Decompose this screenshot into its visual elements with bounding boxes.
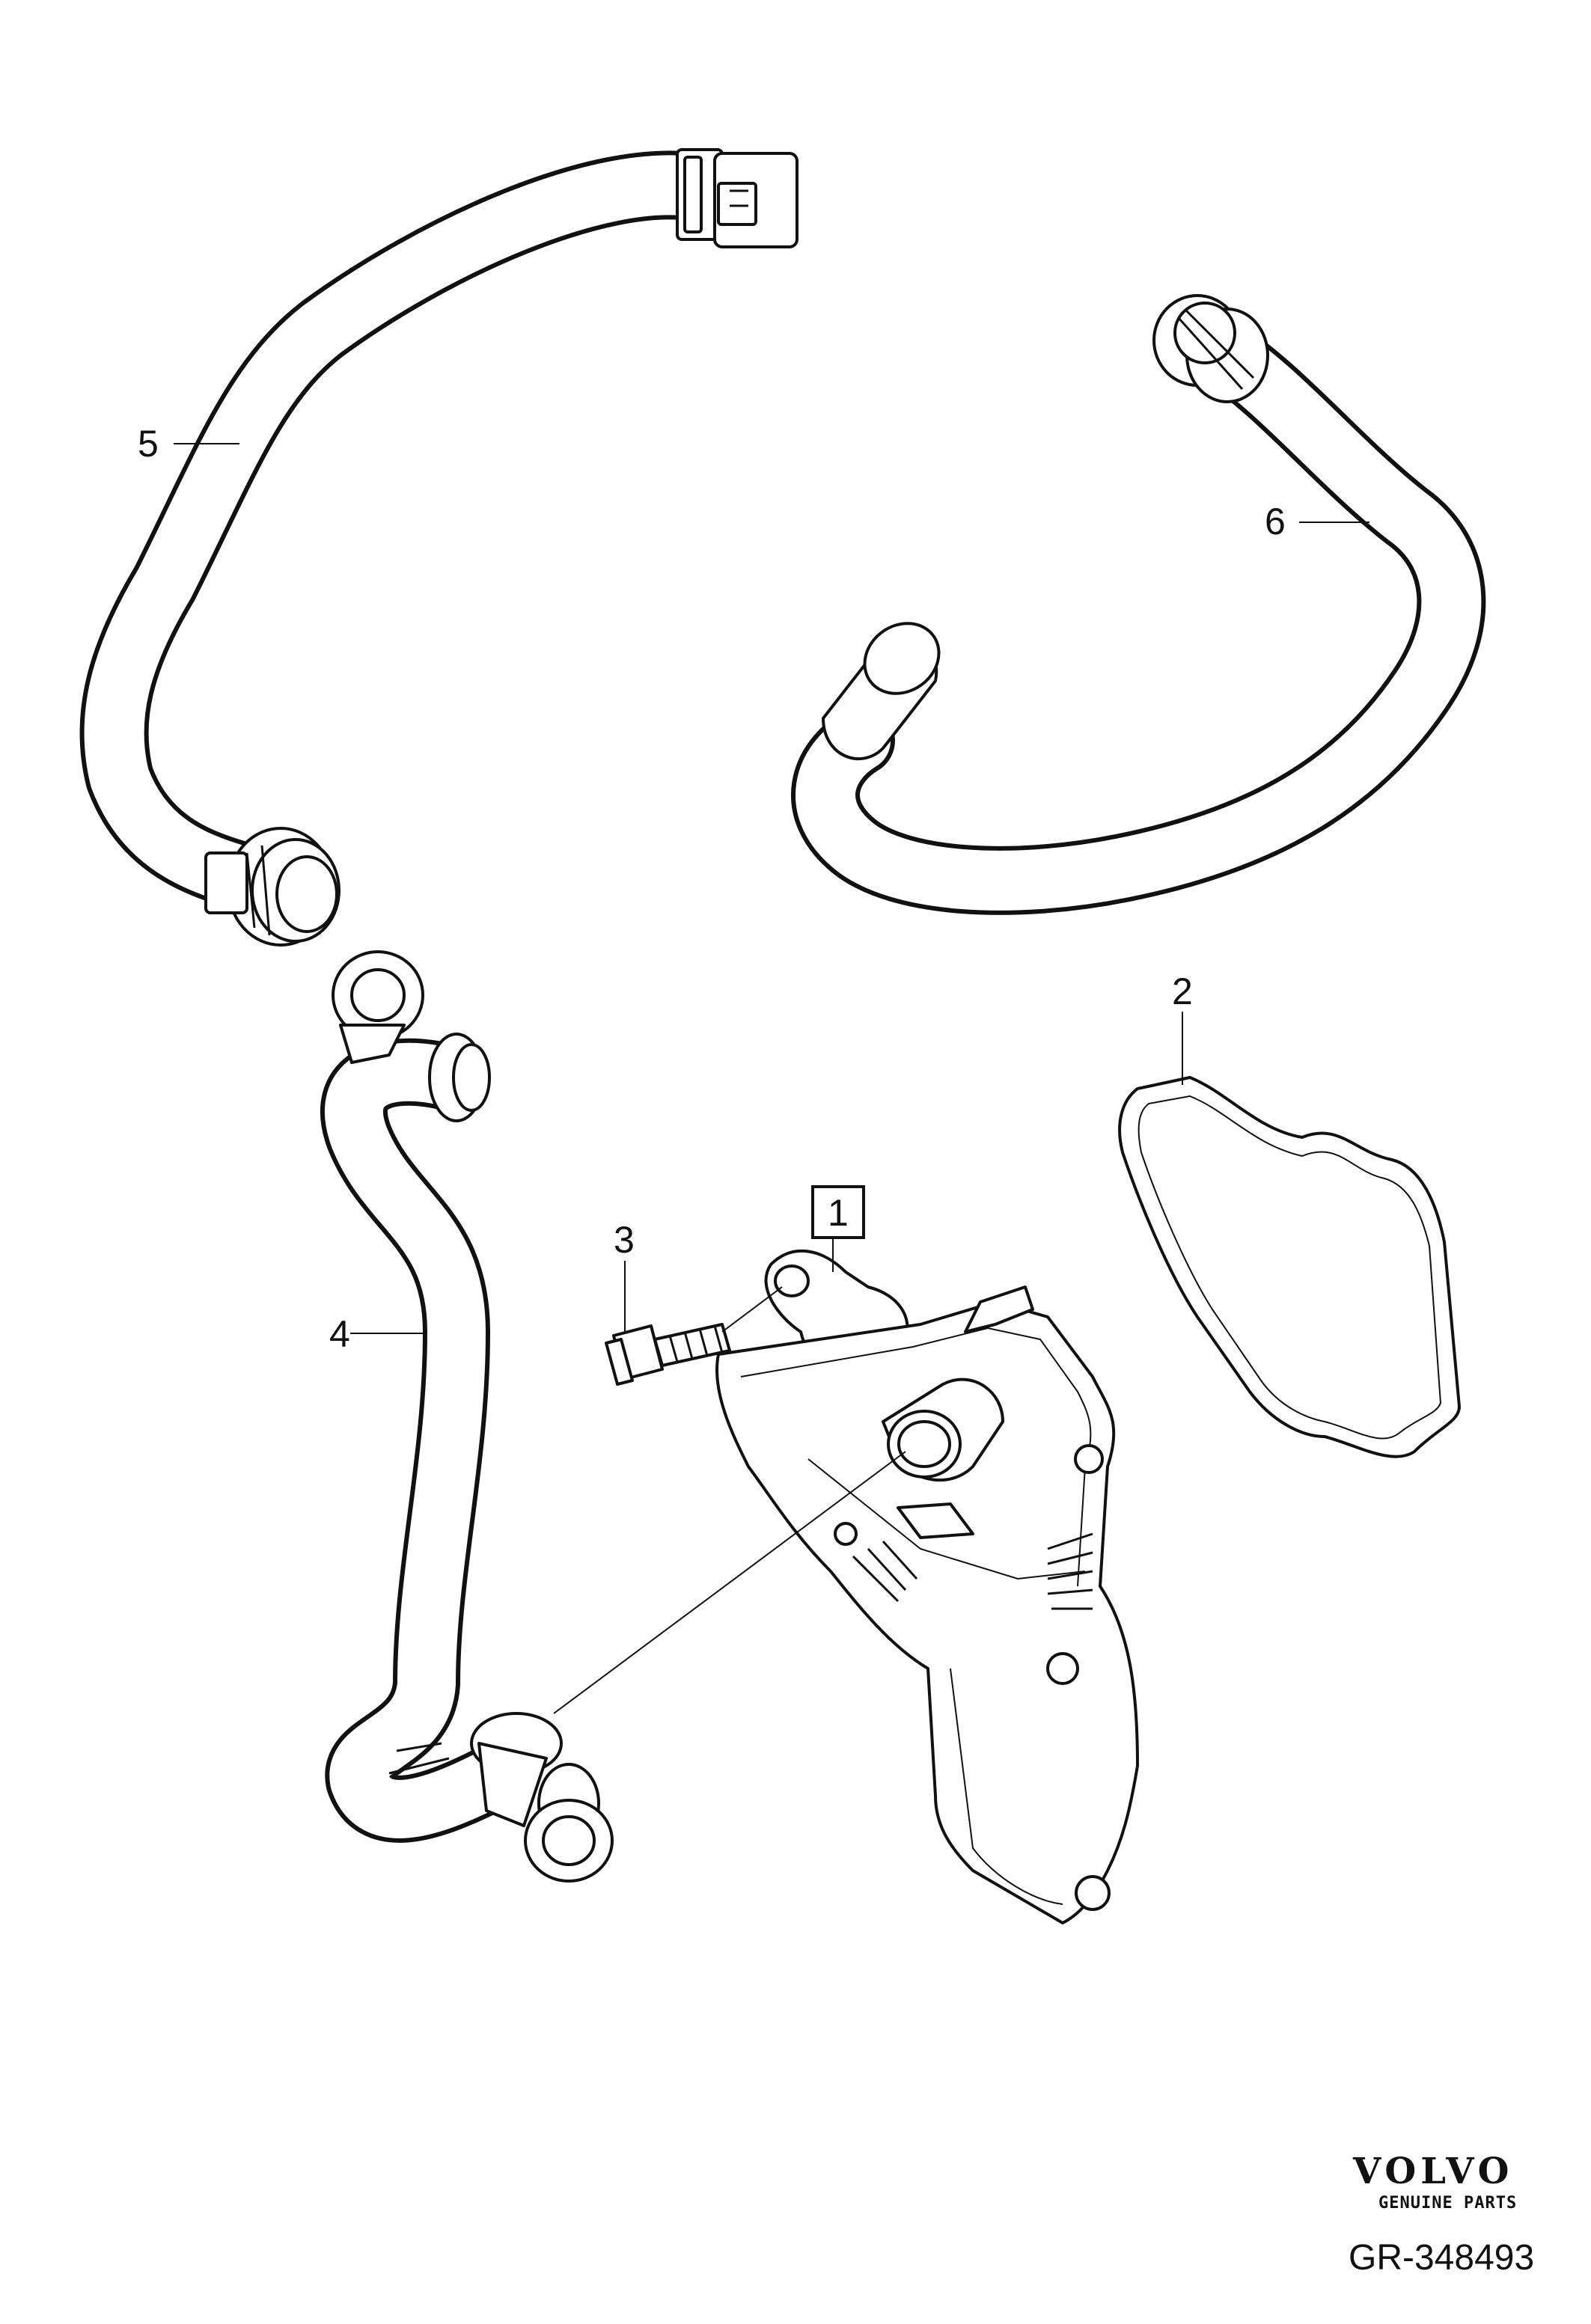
callout-part-4: 4 (329, 1313, 350, 1355)
bolt-part-3 (605, 1323, 731, 1386)
hose-part-6 (791, 294, 1486, 915)
callout-part-1: 1 (811, 1185, 865, 1239)
hose-5-lower-connector (204, 827, 341, 947)
diagram-reference: GR-348493 (1349, 2238, 1535, 2278)
leader-lines (174, 443, 1369, 1714)
volvo-logo-text: VOLVO (1353, 2150, 1514, 2192)
hose-5-upper-connector (676, 148, 798, 248)
hose-4-upper-clamp (332, 950, 491, 1122)
hose-6-lower-sleeve (822, 622, 941, 761)
callout-part-2: 2 (1172, 970, 1193, 1012)
hose-4-lower-clamp (470, 1712, 614, 1883)
callout-part-3: 3 (614, 1219, 635, 1261)
gasket-part-2 (1118, 1076, 1461, 1458)
oil-separator-part-1 (715, 1249, 1139, 1924)
hose-part-4 (320, 950, 614, 1883)
hose-6-upper-connector (1152, 294, 1269, 403)
genuine-parts-text: GENUINE PARTS (1378, 2194, 1518, 2213)
hose-part-5 (79, 148, 798, 947)
callout-part-6: 6 (1265, 501, 1286, 542)
callout-part-5: 5 (138, 423, 159, 465)
